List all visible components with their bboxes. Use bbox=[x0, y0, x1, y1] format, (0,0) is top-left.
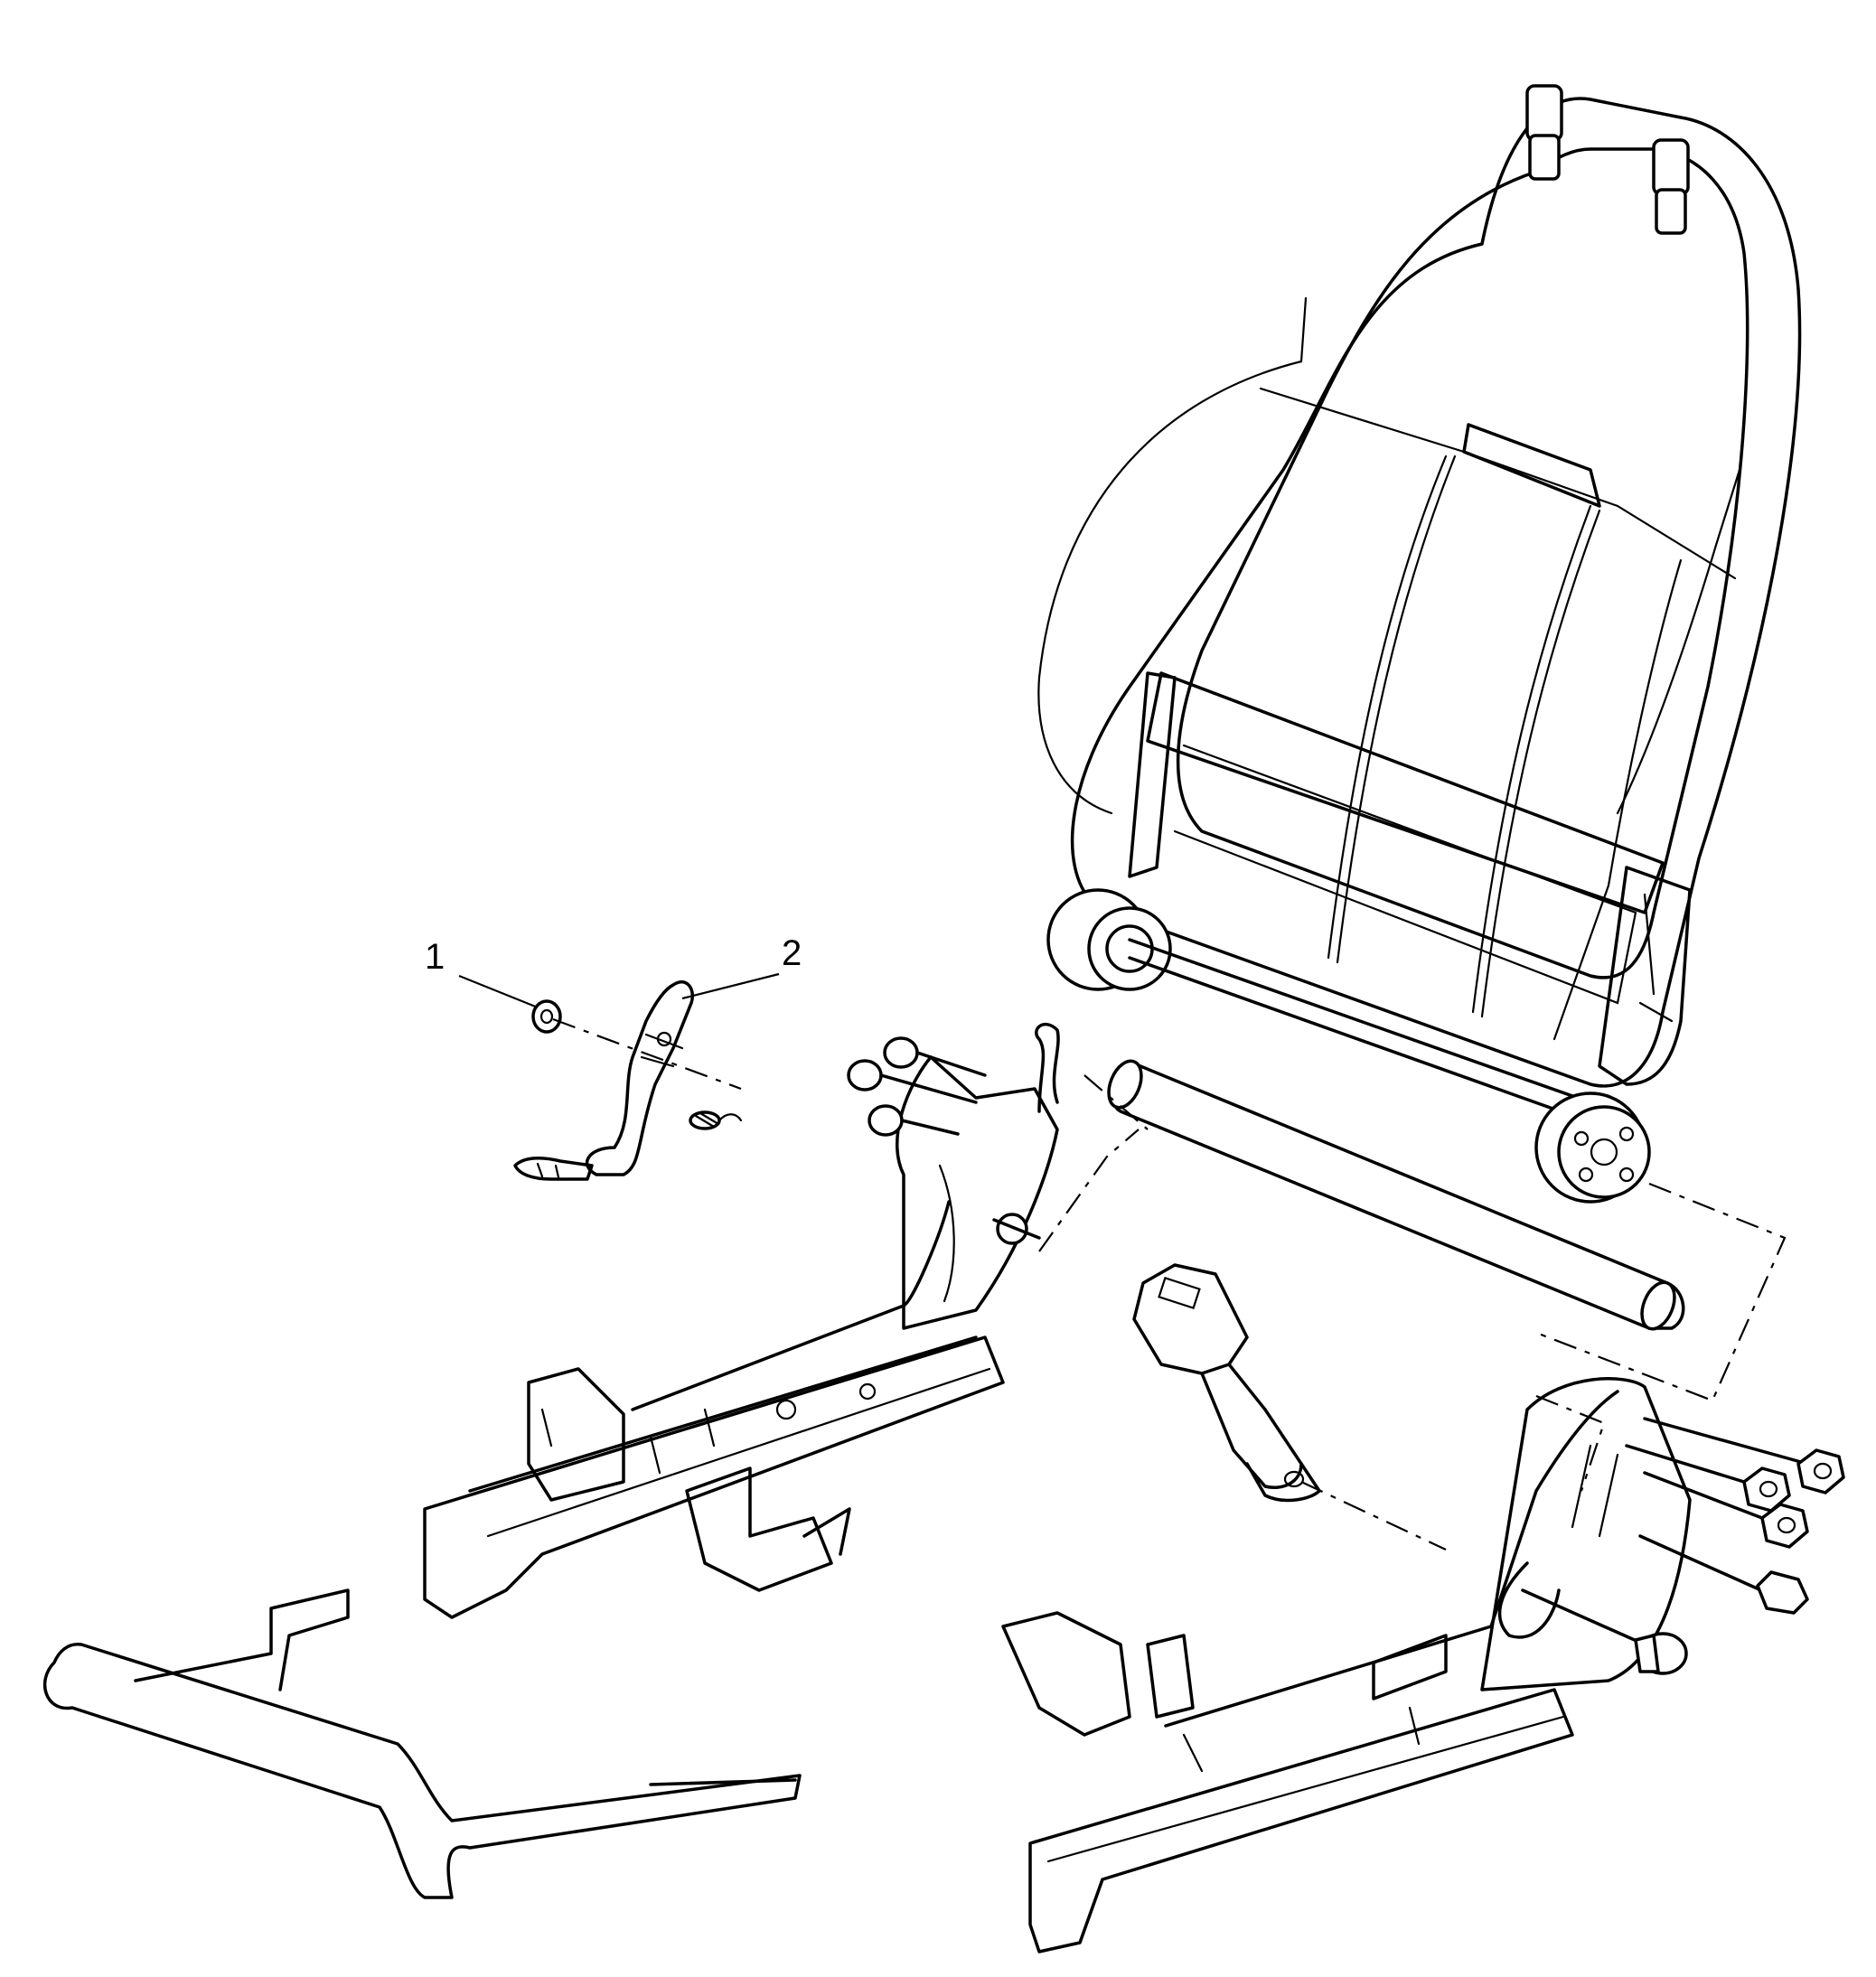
headrest-guide-right bbox=[1652, 138, 1690, 235]
callout-label-1: 1 bbox=[425, 937, 445, 977]
cross-tube bbox=[1107, 1059, 1685, 1331]
recliner-hub-left bbox=[1046, 888, 1172, 991]
bolt bbox=[1638, 1534, 1809, 1615]
front-cross-bar bbox=[43, 1588, 802, 1899]
recliner-lever-bracket bbox=[585, 980, 694, 1176]
nut-3 bbox=[1643, 1471, 1809, 1549]
recliner-studs bbox=[847, 1036, 987, 1137]
lever-handle bbox=[513, 1156, 594, 1181]
callout-1: 1 bbox=[425, 937, 539, 1009]
seatback-frame bbox=[1037, 84, 1802, 1204]
seat-belt-buckle bbox=[1132, 1263, 1321, 1503]
shoulder-bolt bbox=[1521, 1588, 1688, 1675]
alignment-lines bbox=[552, 1017, 1787, 1551]
nut-1 bbox=[1643, 1417, 1845, 1494]
headrest-guide-left bbox=[1525, 84, 1563, 181]
fasteners bbox=[1521, 1417, 1845, 1675]
recliner-hub-right bbox=[1534, 1092, 1651, 1204]
callout-2: 2 bbox=[681, 933, 802, 1000]
spring bbox=[689, 1110, 743, 1130]
callout-label-2: 2 bbox=[782, 933, 802, 973]
seat-track-left bbox=[423, 1023, 1060, 1619]
nut-2 bbox=[1625, 1444, 1791, 1513]
washer bbox=[531, 999, 562, 1034]
seat-track-right bbox=[1001, 1377, 1692, 1954]
